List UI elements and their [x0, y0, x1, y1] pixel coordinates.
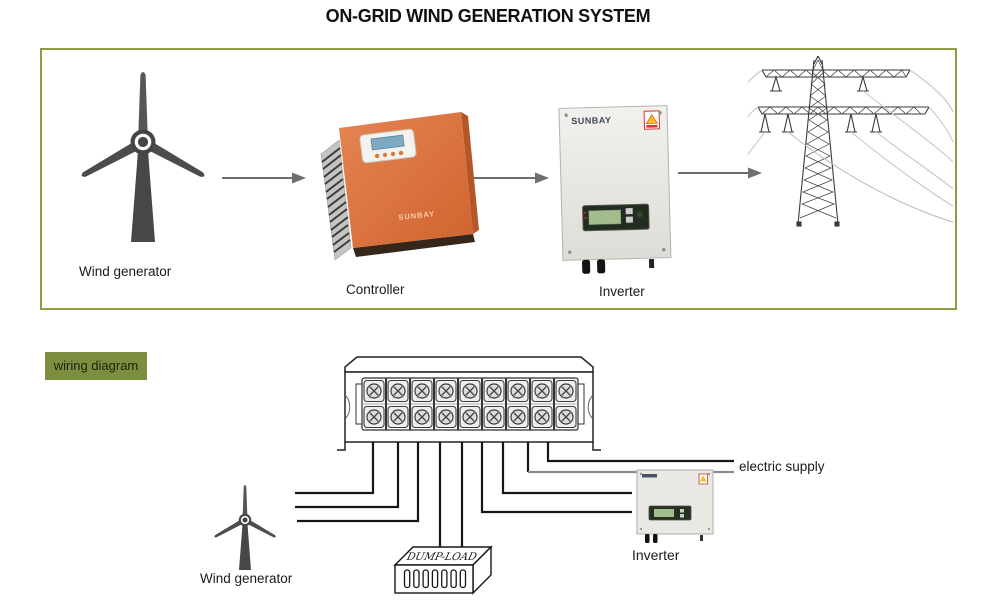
inverter-image-small [636, 469, 714, 543]
wind-turbine-icon [79, 72, 207, 242]
flow-wind-generator-label: Wind generator [79, 264, 172, 279]
transmission-tower-icon [748, 55, 954, 227]
wire-to-wind-generator [297, 442, 420, 523]
wire-to-inverter [480, 442, 632, 514]
wiring-inverter-label: Inverter [632, 547, 680, 563]
warning-icon [643, 110, 661, 130]
flow-inverter-label: Inverter [599, 284, 645, 299]
terminal-block [337, 356, 601, 451]
wiring-wind-generator-label: Wind generator [200, 571, 293, 586]
flow-arrow-icon [465, 172, 549, 184]
wire-to-wind-generator [295, 442, 400, 509]
wiring-diagram-badge: wiring diagram [45, 352, 147, 380]
flow-arrow-icon [678, 167, 762, 179]
wiring-diagram: DUMP-LOAD [213, 356, 734, 595]
dump-load-box: DUMP-LOAD [393, 545, 493, 595]
inverter-image: SUNBAY [558, 105, 672, 274]
controller-display [359, 128, 417, 164]
wire-to-electric-supply [546, 442, 734, 463]
power-lines [748, 69, 954, 223]
inverter-display [582, 203, 650, 232]
dump-load-label: DUMP-LOAD [404, 550, 478, 563]
controller-brand-text: SUNBAY [398, 209, 436, 222]
flow-arrow-icon [222, 172, 306, 184]
electric-supply-label: electric supply [739, 459, 825, 474]
wind-turbine-icon-small [213, 485, 277, 570]
controller-image: SUNBAY [320, 112, 479, 261]
flow-controller-label: Controller [346, 282, 405, 297]
page-title: ON-GRID WIND GENERATION SYSTEM [325, 6, 651, 26]
wire-to-inverter [501, 442, 632, 495]
wire-to-wind-generator [295, 442, 375, 495]
inverter-brand-text: SUNBAY [571, 115, 611, 126]
